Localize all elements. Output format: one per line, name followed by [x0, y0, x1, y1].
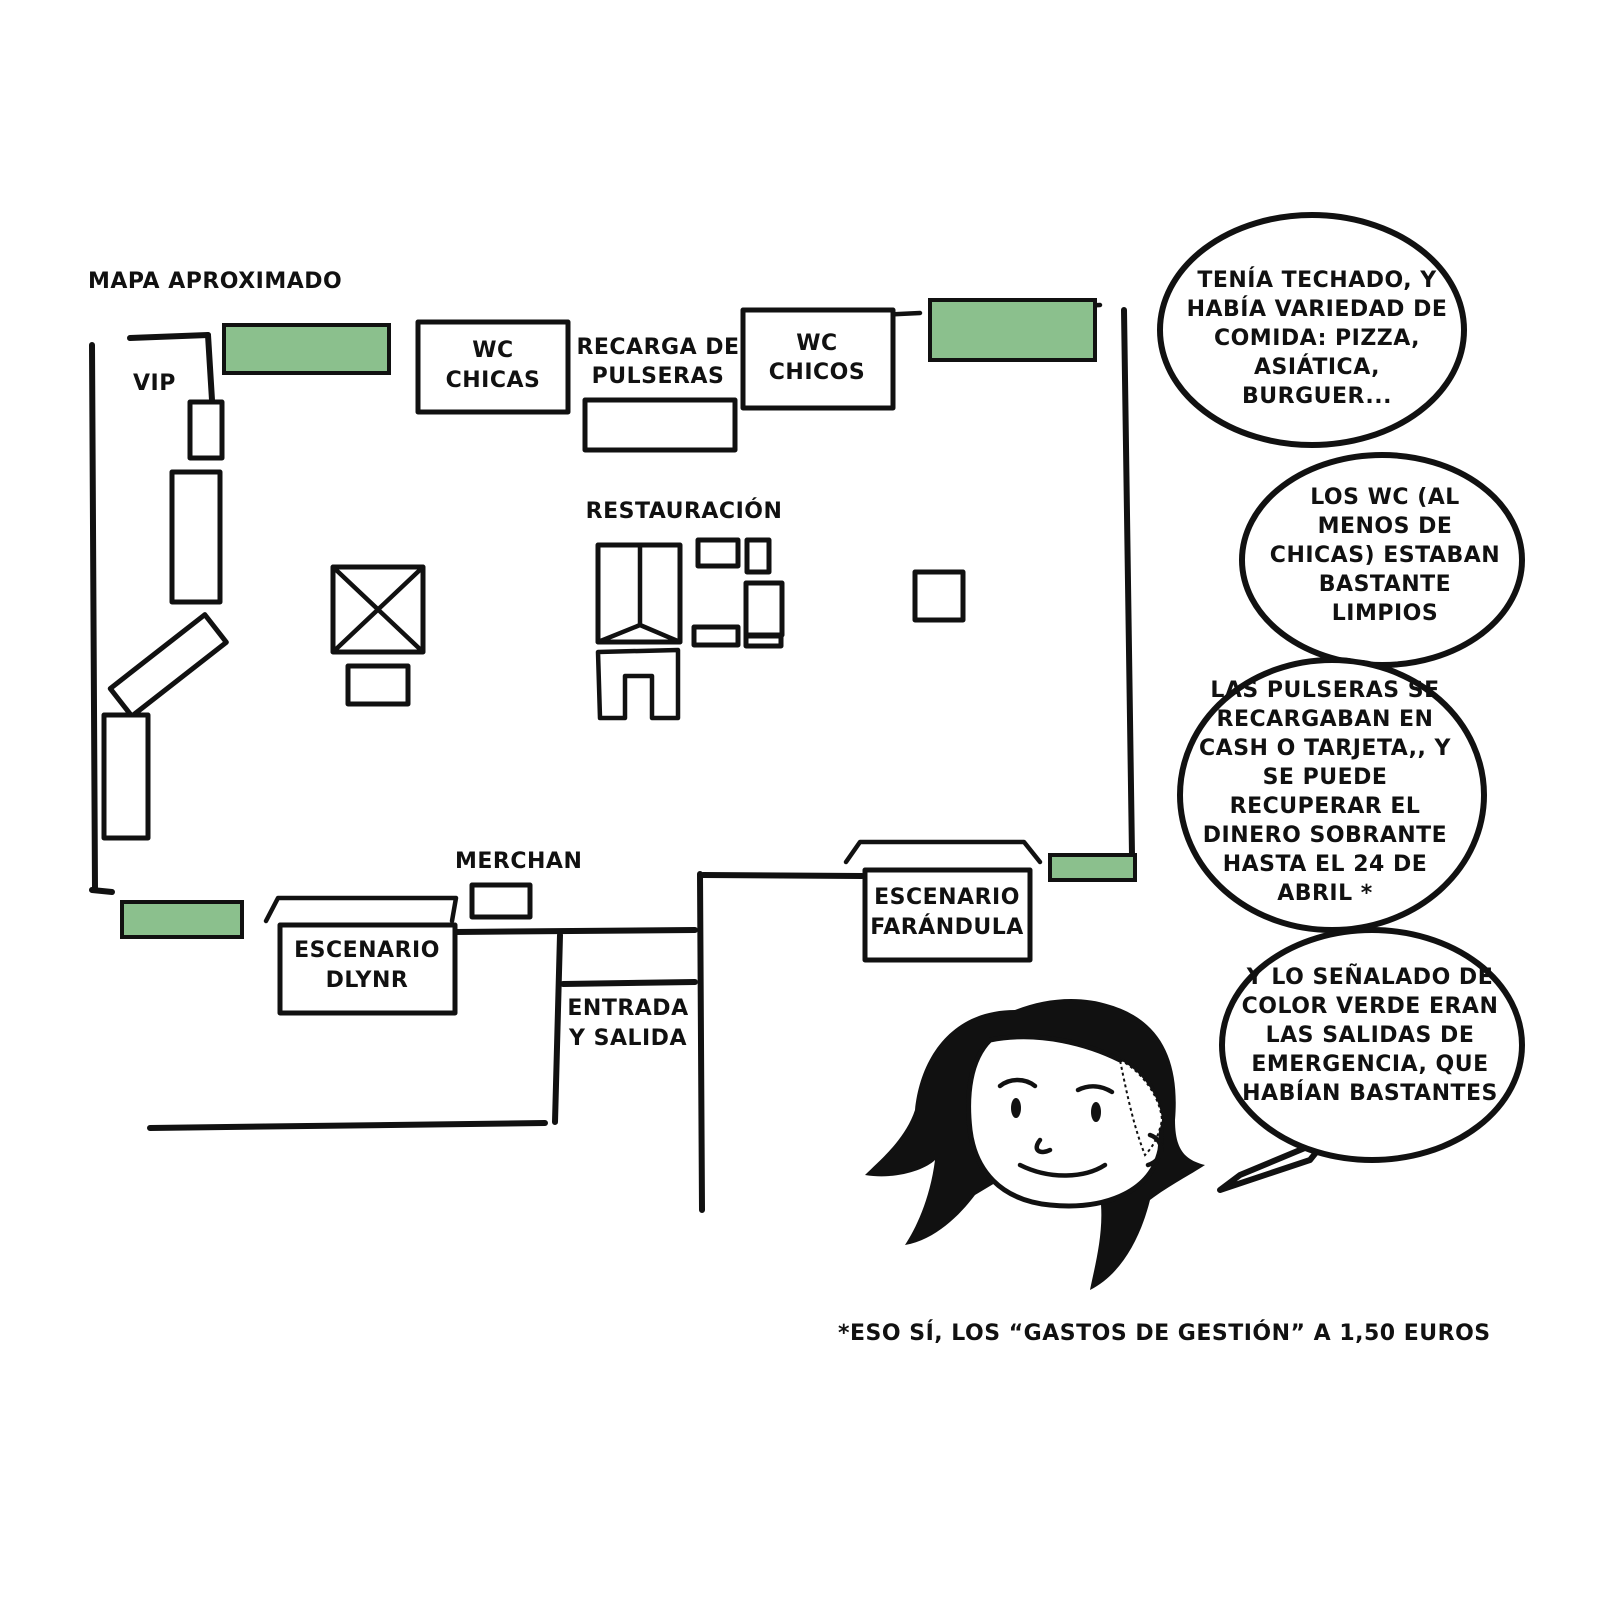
wc-chicas-block: [415, 319, 571, 415]
food-stalls: [595, 537, 785, 721]
svg-text:DINERO SOBRANTE: DINERO SOBRANTE: [1203, 823, 1447, 848]
emergency-exit: [928, 298, 1097, 362]
svg-text:LOS WC (AL: LOS WC (AL: [1310, 485, 1460, 510]
bubble-1-text: TENÍA TECHADO, Y HABÍA VARIEDAD DE COMID…: [1187, 267, 1448, 409]
svg-text:SE PUEDE: SE PUEDE: [1263, 765, 1388, 790]
svg-text:EMERGENCIA, QUE: EMERGENCIA, QUE: [1251, 1052, 1488, 1077]
pillar-right: [912, 569, 966, 623]
wc-chicos-label-2: CHICOS: [769, 360, 865, 385]
bubble-2-text: LOS WC (AL MENOS DE CHICAS) ESTABAN BAST…: [1270, 485, 1500, 626]
svg-text:HABÍAN BASTANTES: HABÍAN BASTANTES: [1242, 1080, 1498, 1106]
entrada-label: ENTRADA: [567, 996, 688, 1021]
wc-chicas-label: WC: [472, 338, 513, 363]
wc-chicos-block: [740, 307, 896, 411]
svg-text:CASH O TARJETA,, Y: CASH O TARJETA,, Y: [1199, 736, 1452, 761]
map-title: MAPA APROXIMADO: [88, 269, 342, 294]
eye-left: [1011, 1098, 1021, 1118]
svg-text:LIMPIOS: LIMPIOS: [1332, 601, 1438, 626]
merchan-label: MERCHAN: [455, 849, 582, 874]
restauracion-label: RESTAURACIÓN: [586, 498, 783, 524]
escenario-farandula-label: ESCENARIO: [874, 885, 1020, 910]
svg-text:LAS SALIDAS DE: LAS SALIDAS DE: [1266, 1023, 1475, 1048]
small-table: [345, 663, 411, 707]
svg-text:BASTANTE: BASTANTE: [1319, 572, 1451, 597]
escenario-farandula-label-2: FARÁNDULA: [870, 914, 1024, 940]
entrada-label-2: Y SALIDA: [568, 1026, 687, 1051]
emergency-exit: [222, 323, 391, 375]
svg-text:COMIDA: PIZZA,: COMIDA: PIZZA,: [1214, 326, 1420, 351]
svg-text:BURGUER...: BURGUER...: [1242, 384, 1392, 409]
emergency-exit: [1048, 853, 1137, 882]
svg-text:CHICAS) ESTABAN: CHICAS) ESTABAN: [1270, 543, 1500, 568]
shaved-side: [1118, 1058, 1164, 1157]
wc-chicos-label: WC: [796, 331, 837, 356]
top-wall-vip: [127, 332, 211, 341]
venue-map: VIP WC CHICAS RECARGA DE PULSERAS WC CHI…: [89, 298, 1137, 1213]
escenario-farandula: [862, 867, 1033, 963]
svg-text:HASTA EL 24 DE: HASTA EL 24 DE: [1223, 852, 1428, 877]
right-wall: [1121, 307, 1135, 858]
vip-sofa-lower: [101, 712, 151, 841]
svg-text:Y LO SEÑALADO DE: Y LO SEÑALADO DE: [1246, 964, 1493, 990]
emergency-exit: [120, 900, 244, 939]
svg-text:RECARGABAN EN: RECARGABAN EN: [1217, 707, 1434, 732]
svg-text:RECUPERAR EL: RECUPERAR EL: [1230, 794, 1421, 819]
pillar-x: [330, 564, 426, 655]
bubble-4-text: Y LO SEÑALADO DE COLOR VERDE ERAN LAS SA…: [1242, 964, 1499, 1106]
svg-text:MENOS DE: MENOS DE: [1318, 514, 1453, 539]
svg-text:COLOR VERDE ERAN: COLOR VERDE ERAN: [1242, 994, 1499, 1019]
recarga-label: RECARGA DE: [576, 335, 739, 360]
eyebrow-left: [997, 1077, 1038, 1089]
svg-text:HABÍA VARIEDAD DE: HABÍA VARIEDAD DE: [1187, 296, 1448, 322]
escenario-dlynr: [277, 922, 458, 1016]
smile: [1017, 1162, 1108, 1178]
left-wall: [89, 342, 98, 893]
svg-text:TENÍA TECHADO, Y: TENÍA TECHADO, Y: [1197, 267, 1437, 293]
footnote: *ESO SÍ, LOS “GASTOS DE GESTIÓN” A 1,50 …: [838, 1320, 1491, 1346]
vip-sofa: [169, 469, 223, 605]
entrance-wall-left: [552, 932, 563, 1125]
escenario-dlynr-label: ESCENARIO: [294, 938, 440, 963]
recarga-counter: [582, 397, 738, 453]
vip-bench: [107, 612, 229, 719]
speech-bubble-chain: TENÍA TECHADO, Y HABÍA VARIEDAD DE COMID…: [1157, 212, 1525, 1193]
wc-chicas-label-2: CHICAS: [446, 368, 541, 393]
narrator-character: [865, 998, 1205, 1290]
svg-text:ASIÁTICA,: ASIÁTICA,: [1254, 354, 1380, 380]
escenario-dlynr-label-2: DLYNR: [326, 968, 409, 993]
entrance-wall-right: [697, 871, 705, 1213]
merchan-stand: [469, 882, 533, 920]
vip-table: [187, 399, 225, 461]
svg-text:LAS PULSERAS SE: LAS PULSERAS SE: [1210, 678, 1439, 703]
bottom-wall: [147, 1120, 548, 1131]
vip-label: VIP: [133, 371, 176, 396]
eye-right: [1091, 1102, 1101, 1122]
ear: [1145, 1132, 1164, 1168]
svg-text:ABRIL *: ABRIL *: [1277, 881, 1373, 906]
eyebrow-right: [1075, 1084, 1115, 1095]
nose: [1034, 1137, 1053, 1155]
bubble-3-text: LAS PULSERAS SE RECARGABAN EN CASH O TAR…: [1199, 678, 1452, 906]
recarga-label-2: PULSERAS: [592, 364, 725, 389]
